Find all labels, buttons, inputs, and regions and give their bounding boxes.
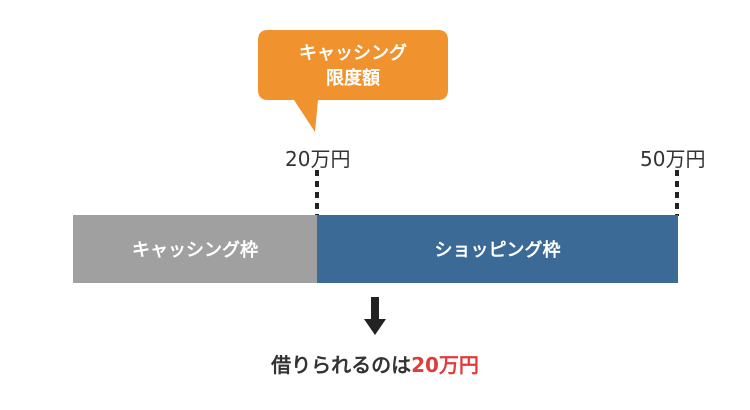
cashing-limit-label: キャッシング枠 — [132, 240, 258, 261]
shopping-limit-bar: ショッピング枠 — [317, 215, 678, 283]
result-prefix: 借りられるのは — [271, 353, 412, 377]
shopping-limit-label: ショッピング枠 — [434, 240, 561, 261]
result-text: 借りられるのは20万円 — [0, 352, 750, 378]
marker-label-20man: 20万円 — [285, 147, 351, 171]
marker-label-50man: 50万円 — [640, 147, 706, 171]
cashing-limit-bar: キャッシング枠 — [73, 215, 317, 283]
marker-dash-20man — [315, 170, 319, 216]
result-amount: 20万円 — [411, 353, 479, 377]
down-arrow-icon — [364, 297, 386, 335]
callout-shape — [258, 30, 448, 132]
marker-dash-50man — [675, 170, 679, 216]
callout-line-1: キャッシング — [299, 43, 407, 64]
callout-line-2: 限度額 — [326, 68, 380, 89]
